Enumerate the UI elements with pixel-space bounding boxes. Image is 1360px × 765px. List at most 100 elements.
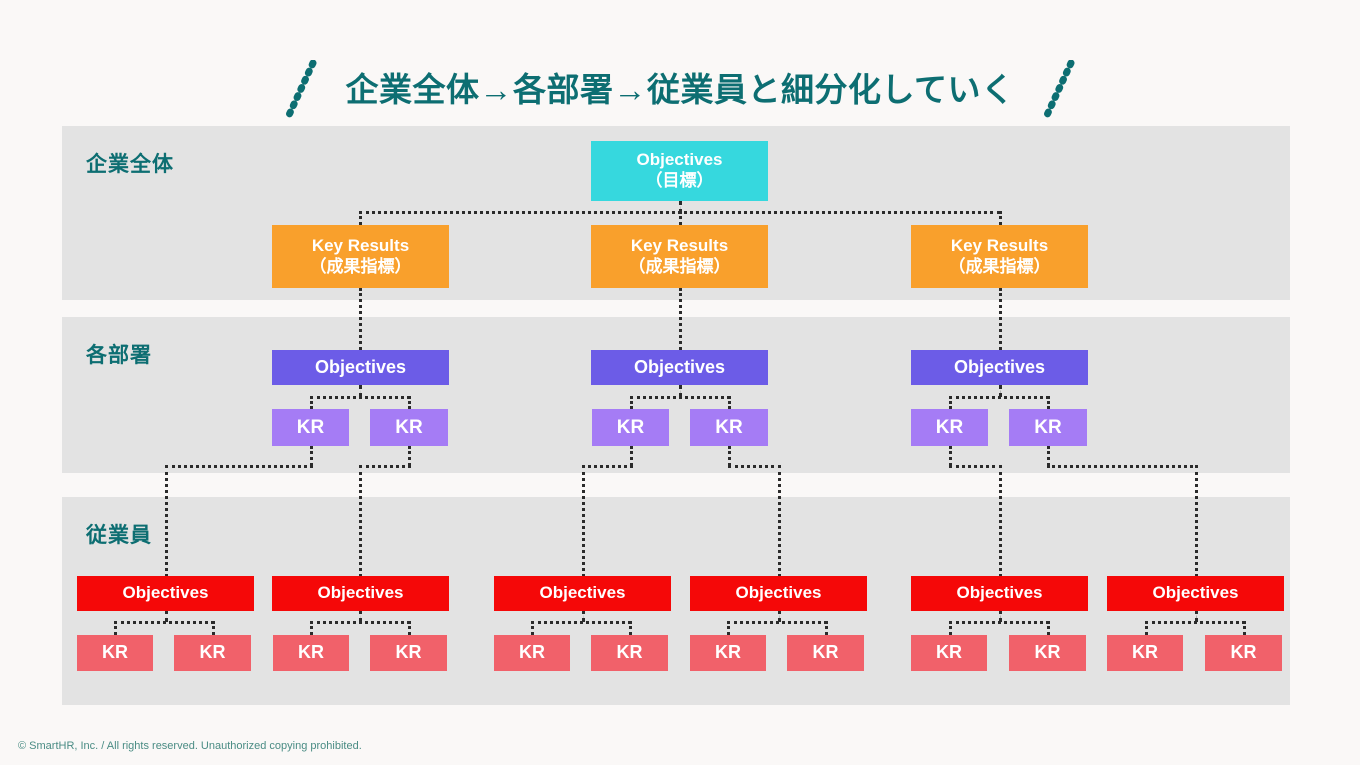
connector-dept-kr1b-drop [408,446,411,466]
connector-dept-kr3a-elbow [949,465,1002,468]
node-label-line1: KR [616,416,645,438]
connector-dept-obj1-bus [310,396,410,399]
node-label-line1: KR [102,642,128,663]
connector-emp-obj3-to-kr3a [531,621,534,635]
node-dept-kr-2a[interactable]: KR [592,409,669,446]
connector-emp-obj1-down [165,610,168,622]
node-label-line1: Objectives [633,356,726,377]
connector-dept-obj3-to-kr3b [1047,396,1050,409]
node-employee-objective-1[interactable]: Objectives [77,576,254,611]
node-label-line1: Objectives [636,150,723,170]
node-label-line1: Objectives [735,583,822,603]
connector-company-kr1-to-dept-obj1 [359,288,362,350]
node-employee-kr-6b[interactable]: KR [1205,635,1282,671]
node-label-line1: KR [715,642,741,663]
node-dept-objective-3[interactable]: Objectives [911,350,1088,385]
node-dept-kr-1b[interactable]: KR [370,409,448,446]
connector-dept-obj2-bus [630,396,730,399]
node-dept-kr-2b[interactable]: KR [690,409,768,446]
connector-emp-obj6-to-kr6a [1145,621,1148,635]
band-label-company: 企業全体 [86,153,174,176]
connector-dept-kr2a-elbow [582,465,633,468]
connector-emp-obj4-down [778,610,781,622]
node-label-line1: KR [1034,642,1061,663]
connector-emp-obj6-bus [1145,621,1245,624]
node-dept-objective-2[interactable]: Objectives [591,350,768,385]
node-employee-kr-1a[interactable]: KR [77,635,153,671]
node-employee-objective-2[interactable]: Objectives [272,576,449,611]
node-dept-objective-1[interactable]: Objectives [272,350,449,385]
node-label-line1: KR [1034,416,1062,438]
footer-copyright: © SmartHR, Inc. / All rights reserved. U… [18,740,362,752]
connector-emp-obj2-down [359,610,362,622]
node-dept-kr-3b[interactable]: KR [1009,409,1087,446]
node-company-key-result-3[interactable]: Key Results （成果指標） [911,225,1088,288]
node-label-line1: KR [812,642,839,663]
connector-dept-kr1a-to-emp-obj1 [165,465,168,577]
node-label-line1: KR [395,642,422,663]
connector-dept-kr1b-elbow [359,465,411,468]
connector-emp-obj2-to-kr2a [310,621,313,635]
node-employee-kr-3a[interactable]: KR [494,635,570,671]
connector-emp-obj1-to-kr1b [212,621,215,635]
node-label-line1: KR [715,416,743,438]
node-label-line1: KR [1132,642,1158,663]
node-employee-objective-6[interactable]: Objectives [1107,576,1284,611]
node-employee-kr-6a[interactable]: KR [1107,635,1183,671]
connector-emp-obj3-down [582,610,585,622]
node-dept-kr-3a[interactable]: KR [911,409,988,446]
connector-dept-obj1-to-kr1b [408,396,411,409]
node-company-key-result-1[interactable]: Key Results （成果指標） [272,225,449,288]
connector-dept-kr1a-elbow [165,465,313,468]
node-label-line2: （目標） [645,171,714,190]
node-employee-kr-4b[interactable]: KR [787,635,864,671]
connector-emp-obj5-bus [949,621,1049,624]
connector-dept-kr3a-drop [949,446,952,466]
title-decoration-left-icon [285,60,317,118]
connector-emp-obj5-to-kr5b [1047,621,1050,635]
node-employee-kr-5b[interactable]: KR [1009,635,1086,671]
connector-company-bus-to-kr1 [359,211,362,225]
node-label-line1: Objectives [956,583,1043,603]
connector-dept-kr3b-elbow [1047,465,1198,468]
connector-emp-obj2-bus [310,621,410,624]
node-label-line1: Objectives [1152,583,1239,603]
connector-company-bus-to-kr2 [679,211,682,225]
connector-emp-obj2-to-kr2b [408,621,411,635]
node-label-line1: Objectives [953,356,1046,377]
node-employee-kr-2b[interactable]: KR [370,635,447,671]
node-label-line1: Key Results [311,235,410,255]
connector-dept-obj1-down [359,385,362,397]
node-employee-objective-4[interactable]: Objectives [690,576,867,611]
node-employee-kr-1b[interactable]: KR [174,635,251,671]
node-company-objective[interactable]: Objectives （目標） [591,141,768,201]
band-label-department: 各部署 [86,344,152,367]
connector-dept-kr2b-elbow [728,465,781,468]
title-decoration-right-icon [1043,60,1074,118]
band-label-employee: 従業員 [86,524,152,547]
connector-emp-obj6-to-kr6b [1243,621,1246,635]
node-label-line1: KR [616,642,643,663]
node-employee-kr-5a[interactable]: KR [911,635,987,671]
node-employee-kr-3b[interactable]: KR [591,635,668,671]
connector-emp-obj1-to-kr1a [114,621,117,635]
node-label-line1: Objectives [317,583,404,603]
node-employee-objective-5[interactable]: Objectives [911,576,1088,611]
node-label-line1: Objectives [314,356,407,377]
node-label-line1: KR [296,416,325,438]
node-label-line1: KR [519,642,545,663]
connector-dept-kr1a-drop [310,446,313,466]
node-label-line1: Objectives [122,583,209,603]
connector-company-objective-down [679,201,682,213]
node-label-line1: KR [1230,642,1257,663]
node-employee-objective-3[interactable]: Objectives [494,576,671,611]
connector-company-kr3-to-dept-obj3 [999,288,1002,350]
node-label-line2: （成果指標） [628,256,731,276]
node-employee-kr-2a[interactable]: KR [273,635,349,671]
connector-emp-obj4-to-kr4b [825,621,828,635]
node-company-key-result-2[interactable]: Key Results （成果指標） [591,225,768,288]
connector-dept-kr2a-drop [630,446,633,466]
node-employee-kr-4a[interactable]: KR [690,635,766,671]
node-dept-kr-1a[interactable]: KR [272,409,349,446]
